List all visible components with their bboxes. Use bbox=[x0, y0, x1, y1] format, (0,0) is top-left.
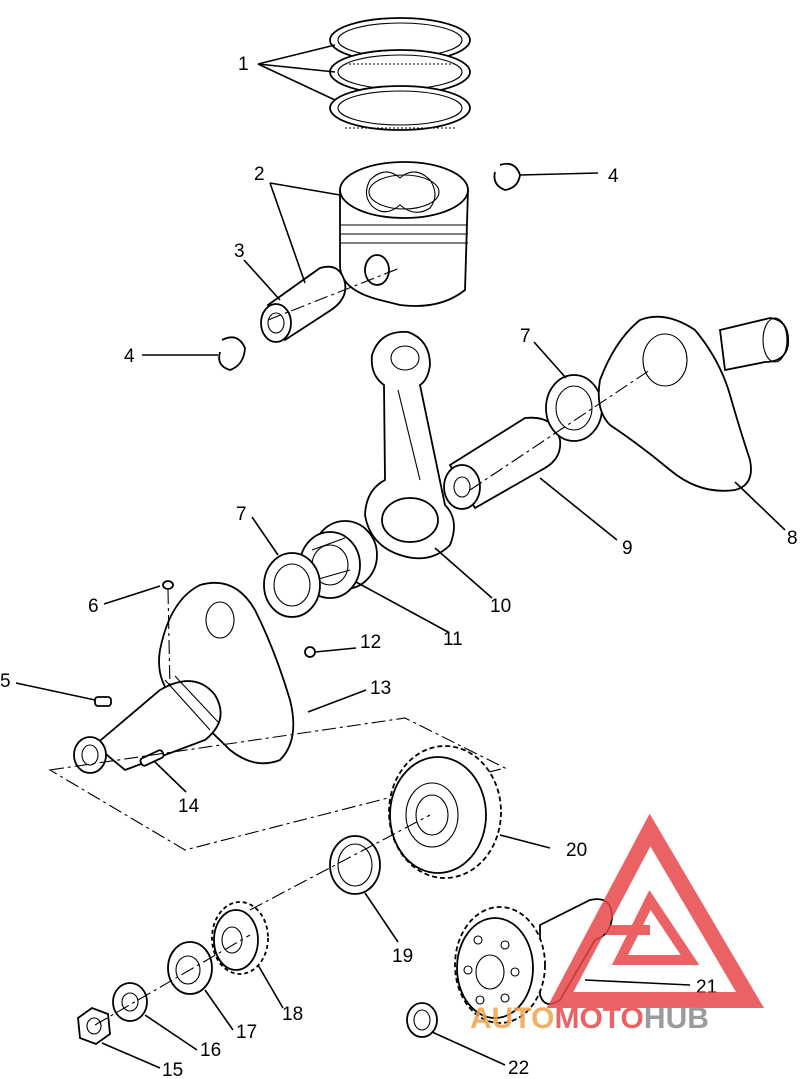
automotohub-watermark: AUTOMOTOHUB bbox=[470, 813, 764, 1035]
callout-20: 20 bbox=[566, 840, 587, 861]
watermark-moto: MOTO bbox=[554, 1002, 643, 1035]
nut-15 bbox=[77, 1006, 111, 1046]
callout-2: 2 bbox=[254, 164, 265, 185]
callout-3: 3 bbox=[234, 241, 245, 262]
callout-19: 19 bbox=[392, 946, 413, 967]
crank-pin bbox=[443, 416, 562, 510]
washer-22 bbox=[406, 1002, 438, 1038]
callout-7b: 7 bbox=[236, 504, 247, 525]
washer-16 bbox=[112, 982, 148, 1022]
callout-10: 10 bbox=[490, 596, 511, 617]
key-6 bbox=[162, 580, 174, 590]
piston-pin bbox=[260, 265, 347, 343]
callout-5: 5 bbox=[0, 671, 11, 692]
crankshaft-half-left bbox=[73, 581, 295, 774]
callout-labels: 1 2 3 4 4 5 6 7 7 8 9 10 11 12 13 14 15 … bbox=[0, 54, 798, 1079]
drive-gear bbox=[388, 745, 502, 879]
callout-4b: 4 bbox=[124, 346, 135, 367]
callout-22: 22 bbox=[508, 1058, 529, 1079]
leader-lines bbox=[15, 44, 786, 1069]
balancer-shaft bbox=[454, 898, 613, 1024]
callout-16: 16 bbox=[200, 1040, 221, 1061]
callout-9: 9 bbox=[622, 538, 633, 559]
callout-15: 15 bbox=[162, 1060, 183, 1079]
callout-8: 8 bbox=[787, 528, 798, 549]
sprocket-18 bbox=[211, 901, 269, 975]
callout-7a: 7 bbox=[520, 326, 531, 347]
watermark-auto: AUTO bbox=[470, 1002, 554, 1035]
callout-6: 6 bbox=[88, 596, 99, 617]
callout-14: 14 bbox=[178, 796, 200, 817]
svg-text:AUTOMOTOHUB: AUTOMOTOHUB bbox=[470, 1002, 709, 1035]
thrust-washer-lower bbox=[263, 552, 321, 618]
callout-17: 17 bbox=[236, 1022, 257, 1043]
watermark-hub: HUB bbox=[644, 1002, 709, 1035]
assembly-box bbox=[48, 717, 507, 851]
callout-13: 13 bbox=[370, 678, 391, 699]
callout-18: 18 bbox=[282, 1004, 303, 1025]
callout-1: 1 bbox=[238, 54, 249, 75]
woodruff-key-5 bbox=[94, 696, 112, 707]
washer-19 bbox=[329, 835, 381, 895]
callout-12: 12 bbox=[360, 632, 381, 653]
callout-4a: 4 bbox=[608, 166, 619, 187]
circlip-lower bbox=[218, 336, 246, 371]
ball-12 bbox=[304, 646, 316, 658]
connecting-rod bbox=[364, 331, 455, 560]
piston-rings bbox=[329, 17, 471, 131]
piston bbox=[339, 161, 469, 307]
thrust-washer-upper bbox=[545, 374, 603, 442]
collar-17 bbox=[167, 941, 213, 995]
crankshaft-half-right bbox=[597, 315, 790, 492]
circlip-upper bbox=[493, 162, 521, 191]
callout-11: 11 bbox=[443, 629, 463, 650]
